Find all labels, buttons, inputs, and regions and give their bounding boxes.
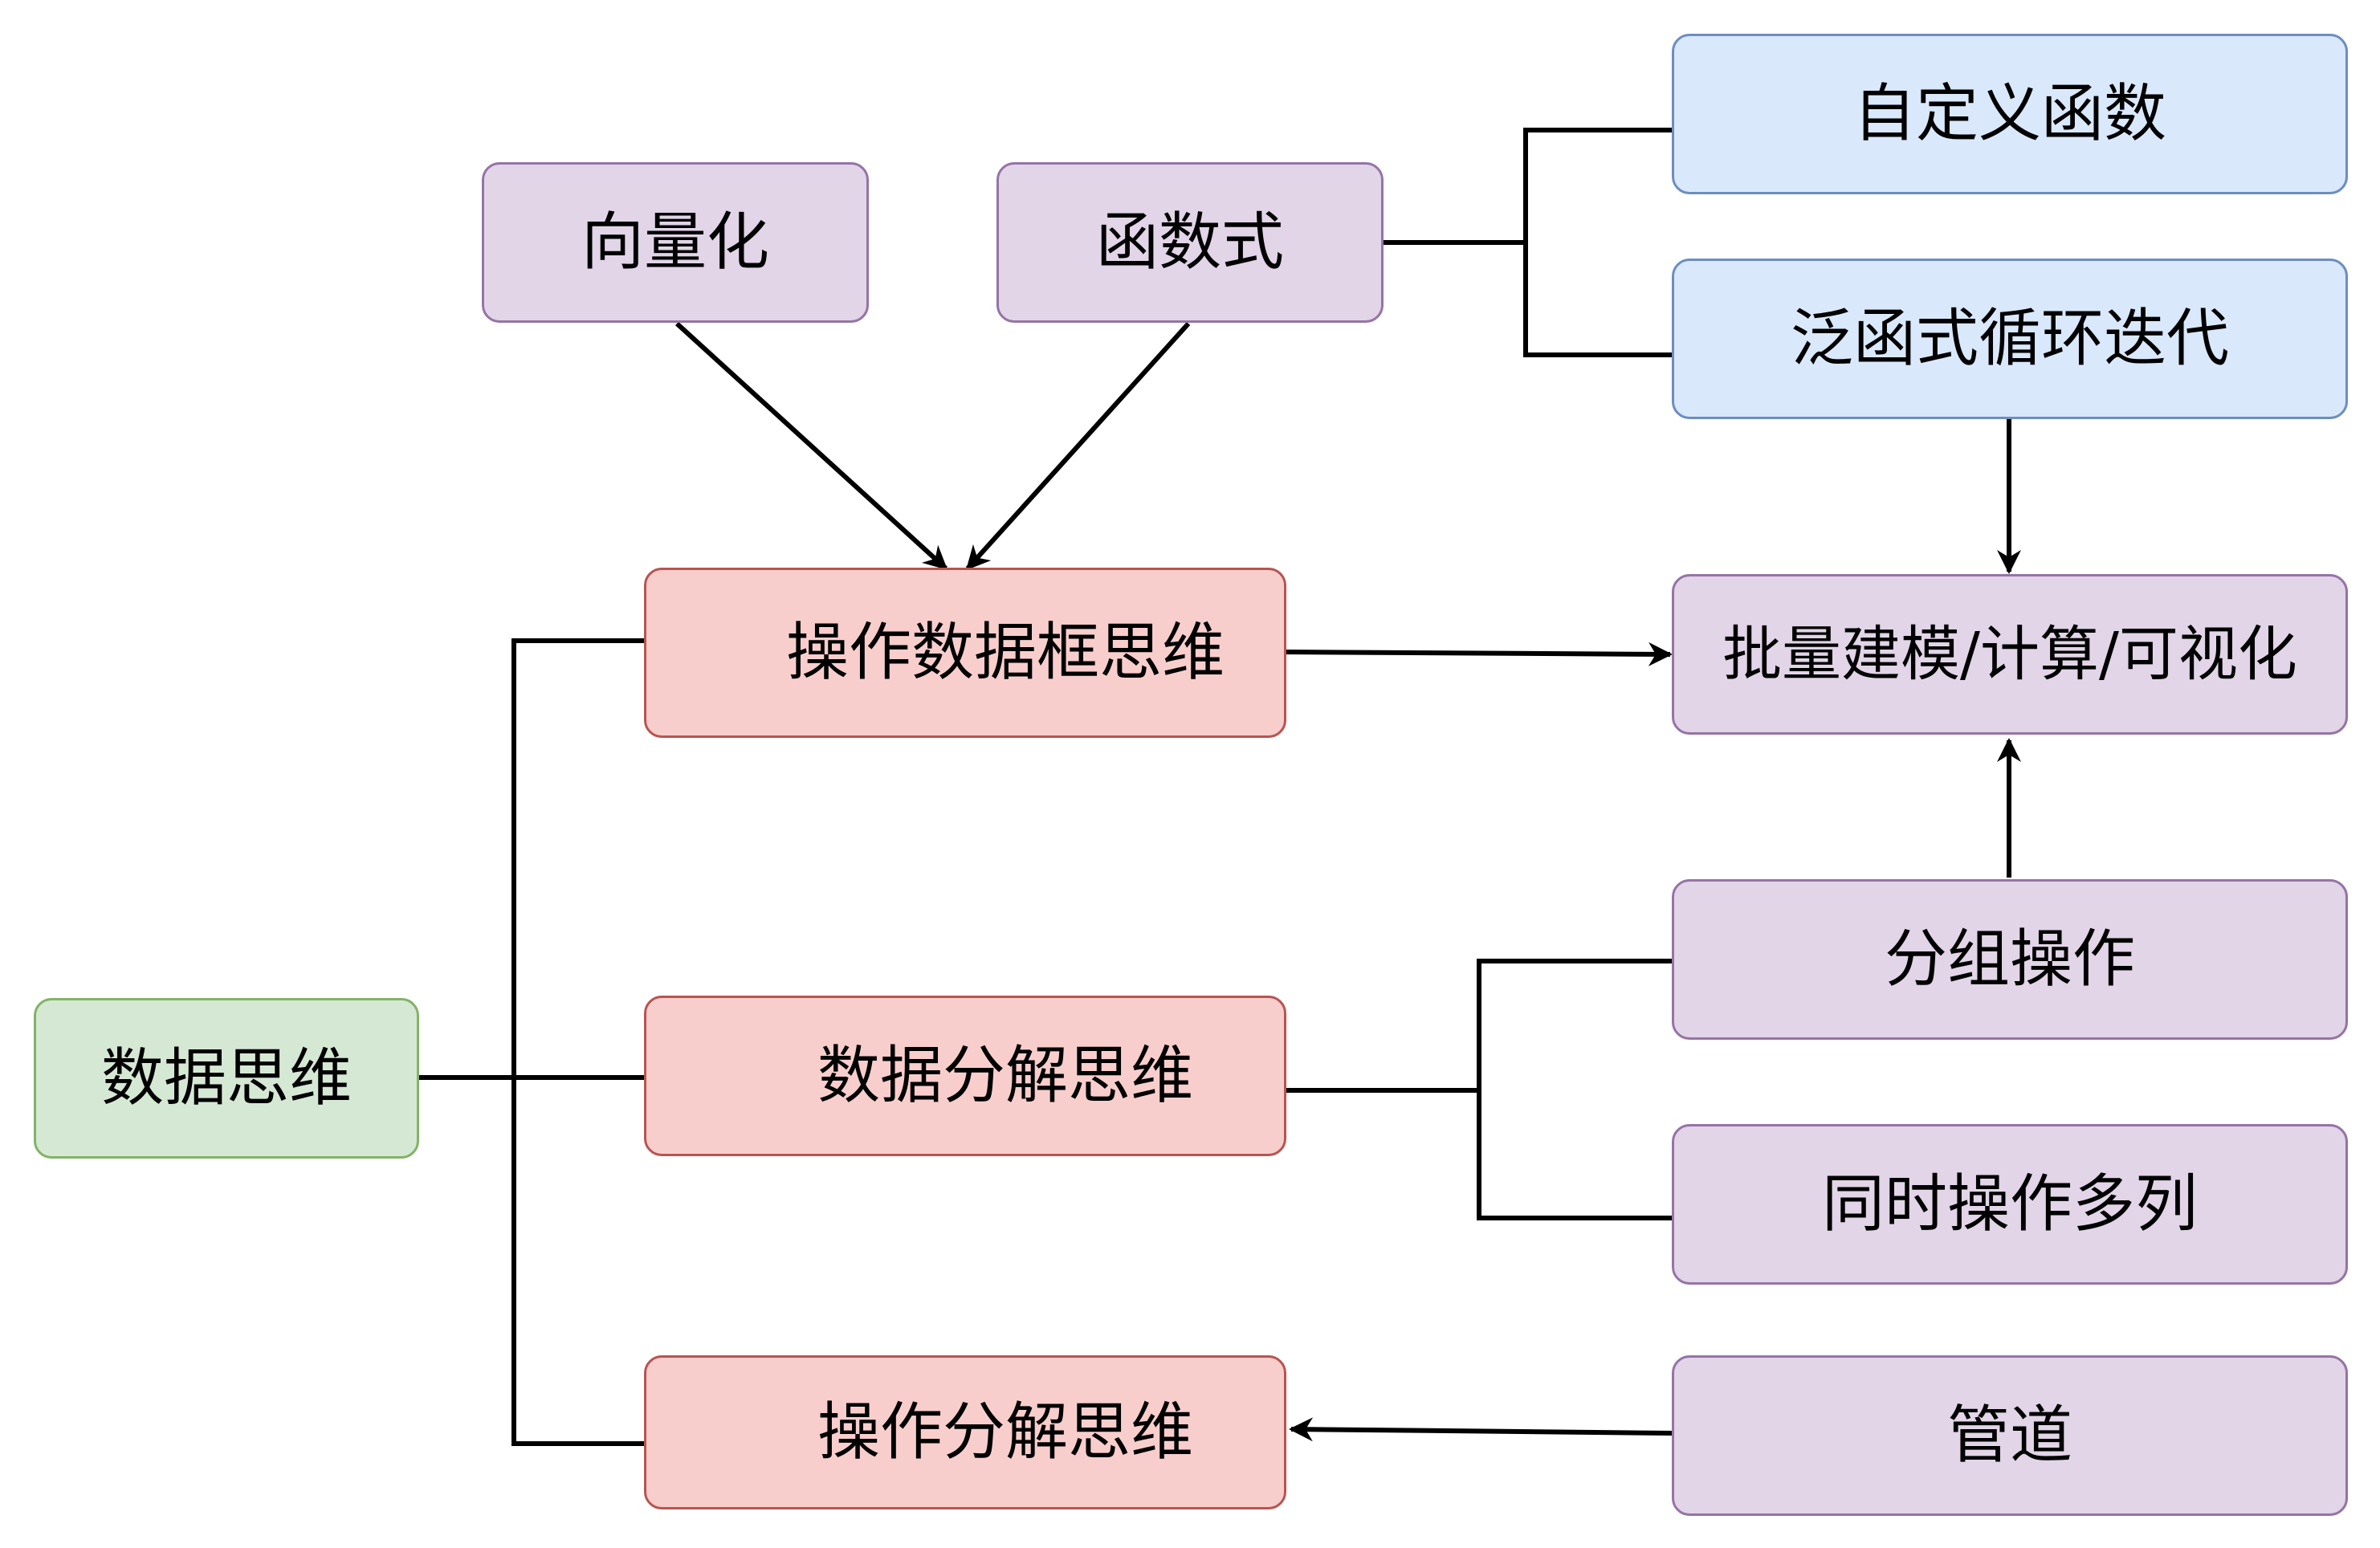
connector-decompose-branches [1285,959,1672,1220]
node-custom-function: 自定义函数 [1672,34,2348,194]
node-vectorize: 向量化 [482,162,869,323]
connector-data-thinking-tree [418,638,646,1446]
node-data-thinking: 数据思维 [34,998,419,1159]
node-group-op: 分组操作 [1672,879,2348,1040]
node-functional: 函数式 [996,162,1384,323]
node-pipe: 管道 [1672,1355,2348,1516]
node-multi-column: 同时操作多列 [1672,1124,2348,1285]
connector-functional-branches [1383,128,1672,357]
node-batch-model: 批量建模/计算/可视化 [1672,574,2348,735]
node-generic-loop: 泛函式循环迭代 [1672,259,2348,419]
node-dataframe-thinking: 操作数据框思维 [644,568,1286,738]
arrow-dataframe-to-batch [1284,642,1673,666]
node-op-decompose: 操作分解思维 [644,1355,1286,1509]
node-data-decompose: 数据分解思维 [644,996,1286,1156]
arrow-vectorize-to-dataframe [674,321,948,571]
arrow-functional-to-dataframe [965,321,1191,571]
arrow-pipe-to-op-decompose [1289,1417,1673,1442]
